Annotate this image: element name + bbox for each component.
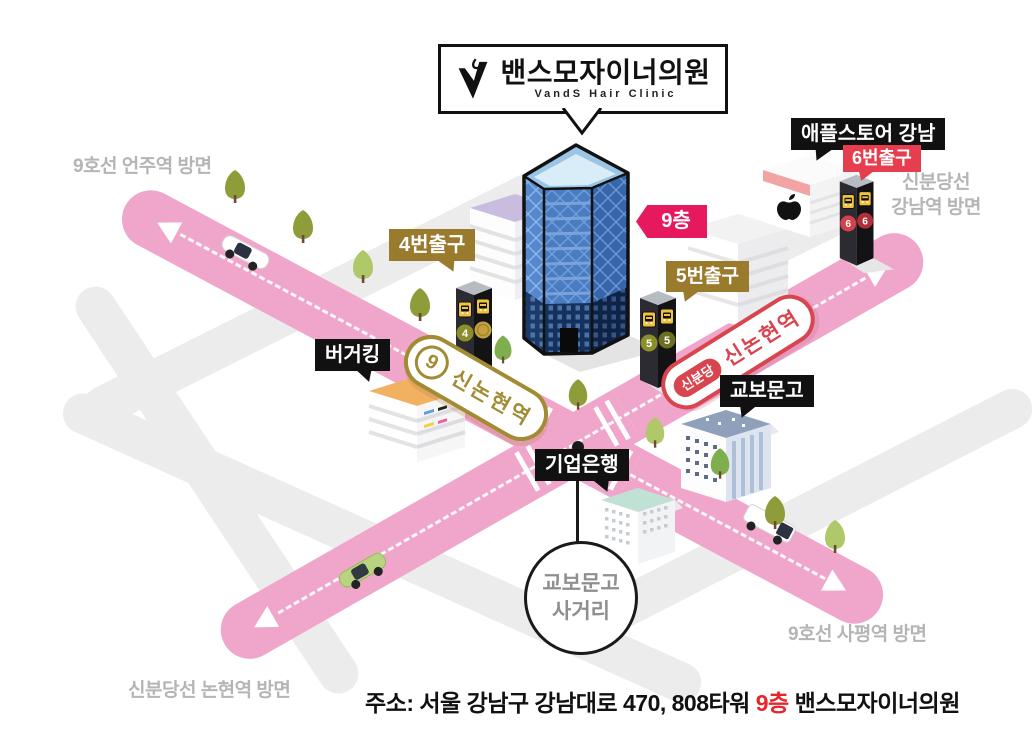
tree-icon bbox=[825, 520, 845, 553]
direction-nonhyeon: 신분당선 논현역 방면 bbox=[128, 680, 291, 701]
burger-king-label: 버거킹 bbox=[315, 339, 391, 394]
junction-pointer-line bbox=[576, 447, 579, 543]
crosswalk bbox=[593, 395, 638, 447]
floor-badge: 9층 bbox=[636, 205, 707, 238]
address-floor-highlight: 9층 bbox=[755, 690, 789, 716]
direction-gangnam-line1: 신분당선 bbox=[902, 172, 970, 193]
ibk-label: 기업은행 bbox=[535, 449, 629, 504]
direction-sapyeong: 9호선 사평역 방면 bbox=[788, 624, 927, 645]
ibk-building bbox=[601, 488, 683, 564]
direction-gangnam: 신분당선 강남역 방면 bbox=[876, 170, 996, 220]
address-suffix: 밴스모자이너의원 bbox=[788, 690, 961, 716]
exit5-label: 5번출구 bbox=[666, 261, 750, 314]
clinic-logo-icon bbox=[459, 58, 488, 99]
tree-icon bbox=[410, 288, 430, 321]
tree-icon bbox=[353, 250, 373, 283]
tree-icon bbox=[710, 448, 730, 479]
tree-icon bbox=[494, 335, 512, 364]
clinic-sign: 밴스모자이너의원 VandS Hair Clinic bbox=[438, 44, 728, 114]
junction-circle-label: 교보문고 사거리 bbox=[524, 541, 638, 655]
address-prefix: 주소: 서울 강남구 강남대로 470, 808타워 bbox=[365, 690, 756, 716]
shinbundang-line-badge: 신분당 bbox=[669, 353, 726, 401]
label-tail bbox=[355, 363, 381, 394]
exit-pillar-6: 6 6 bbox=[839, 174, 895, 274]
junction-line2: 사거리 bbox=[552, 600, 610, 623]
line9-number-badge: 9 bbox=[408, 339, 456, 386]
kyobo-building bbox=[681, 410, 779, 502]
svg-text:4: 4 bbox=[462, 328, 469, 340]
svg-text:5: 5 bbox=[664, 335, 670, 347]
apple-logo bbox=[777, 194, 801, 220]
junction-line1: 교보문고 bbox=[542, 572, 620, 595]
tree-icon bbox=[225, 170, 245, 203]
clinic-name: 밴스모자이너의원 bbox=[500, 57, 711, 88]
svg-text:5: 5 bbox=[646, 338, 652, 350]
address-line: 주소: 서울 강남구 강남대로 470, 808타워 9층 밴스모자이너의원 bbox=[365, 684, 960, 718]
tree-icon bbox=[293, 210, 313, 243]
exit4-label: 4번출구 bbox=[389, 229, 476, 284]
tree-icon bbox=[568, 379, 588, 410]
clinic-tower bbox=[522, 143, 662, 372]
direction-eonju: 9호선 언주역 방면 bbox=[73, 156, 212, 177]
direction-arrow bbox=[248, 606, 280, 638]
svg-text:6: 6 bbox=[862, 216, 868, 227]
direction-gangnam-line2: 강남역 방면 bbox=[891, 197, 981, 218]
car-icon bbox=[338, 552, 387, 589]
tree-icon bbox=[765, 496, 785, 529]
svg-text:6: 6 bbox=[845, 219, 851, 230]
sign-pointer bbox=[561, 108, 603, 136]
apple-store-label: 애플스토어 강남 bbox=[791, 118, 946, 173]
clinic-sign-text: 밴스모자이너의원 VandS Hair Clinic bbox=[500, 58, 710, 100]
kyobo-label: 교보문고 bbox=[720, 375, 814, 430]
car-icon bbox=[221, 235, 270, 271]
direction-arrow bbox=[821, 569, 852, 602]
tree-icon bbox=[645, 417, 665, 448]
clinic-subtitle: VandS Hair Clinic bbox=[534, 88, 677, 100]
exit6-label: 6번출구 bbox=[843, 145, 921, 193]
direction-arrow bbox=[151, 212, 183, 244]
